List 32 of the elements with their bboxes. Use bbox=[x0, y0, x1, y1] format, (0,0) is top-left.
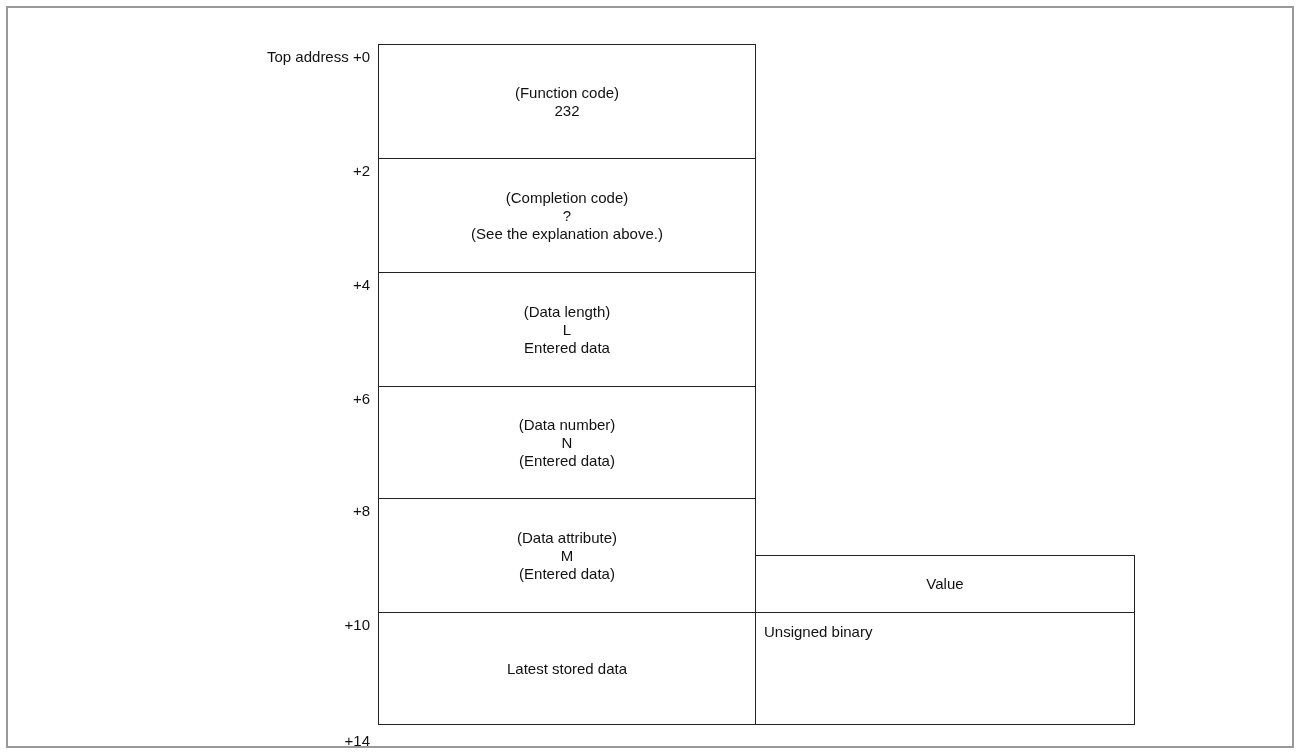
field-text: (See the explanation above.) bbox=[471, 224, 663, 243]
field-text: (Entered data) bbox=[519, 451, 615, 470]
memory-field-box bbox=[378, 498, 756, 613]
field-text: N bbox=[561, 433, 573, 452]
field-text: 232 bbox=[554, 101, 580, 120]
memory-field-box bbox=[755, 612, 1135, 725]
field-text: (Data attribute) bbox=[516, 528, 617, 547]
field-text: (Completion code) bbox=[505, 188, 629, 207]
field-text: Unsigned binary bbox=[764, 623, 873, 641]
field-text: (Data length) bbox=[523, 302, 611, 321]
address-offset-label: +2 bbox=[352, 162, 370, 179]
field-text: Latest stored data bbox=[506, 659, 628, 678]
memory-field-box bbox=[755, 555, 1135, 613]
address-offset-label: Top address +0 bbox=[267, 48, 370, 65]
memory-field-box bbox=[378, 386, 756, 499]
memory-field-box bbox=[378, 272, 756, 387]
field-text: (Entered data) bbox=[519, 564, 615, 583]
field-text: L bbox=[562, 320, 572, 339]
address-offset-label: +10 bbox=[344, 616, 370, 633]
address-offset-label: +6 bbox=[352, 390, 370, 407]
address-offset-label: +4 bbox=[352, 276, 370, 293]
field-text: ? bbox=[562, 206, 572, 225]
memory-field-box bbox=[378, 44, 756, 159]
field-text: Value bbox=[926, 575, 964, 593]
address-offset-label: +14 bbox=[344, 732, 370, 749]
field-text: M bbox=[560, 546, 574, 565]
memory-field-box bbox=[378, 612, 756, 725]
field-text: (Function code) bbox=[514, 83, 620, 102]
field-text: Entered data bbox=[524, 338, 610, 357]
address-offset-label: +8 bbox=[352, 502, 370, 519]
field-text: (Data number) bbox=[518, 415, 616, 434]
memory-field-box bbox=[378, 158, 756, 273]
